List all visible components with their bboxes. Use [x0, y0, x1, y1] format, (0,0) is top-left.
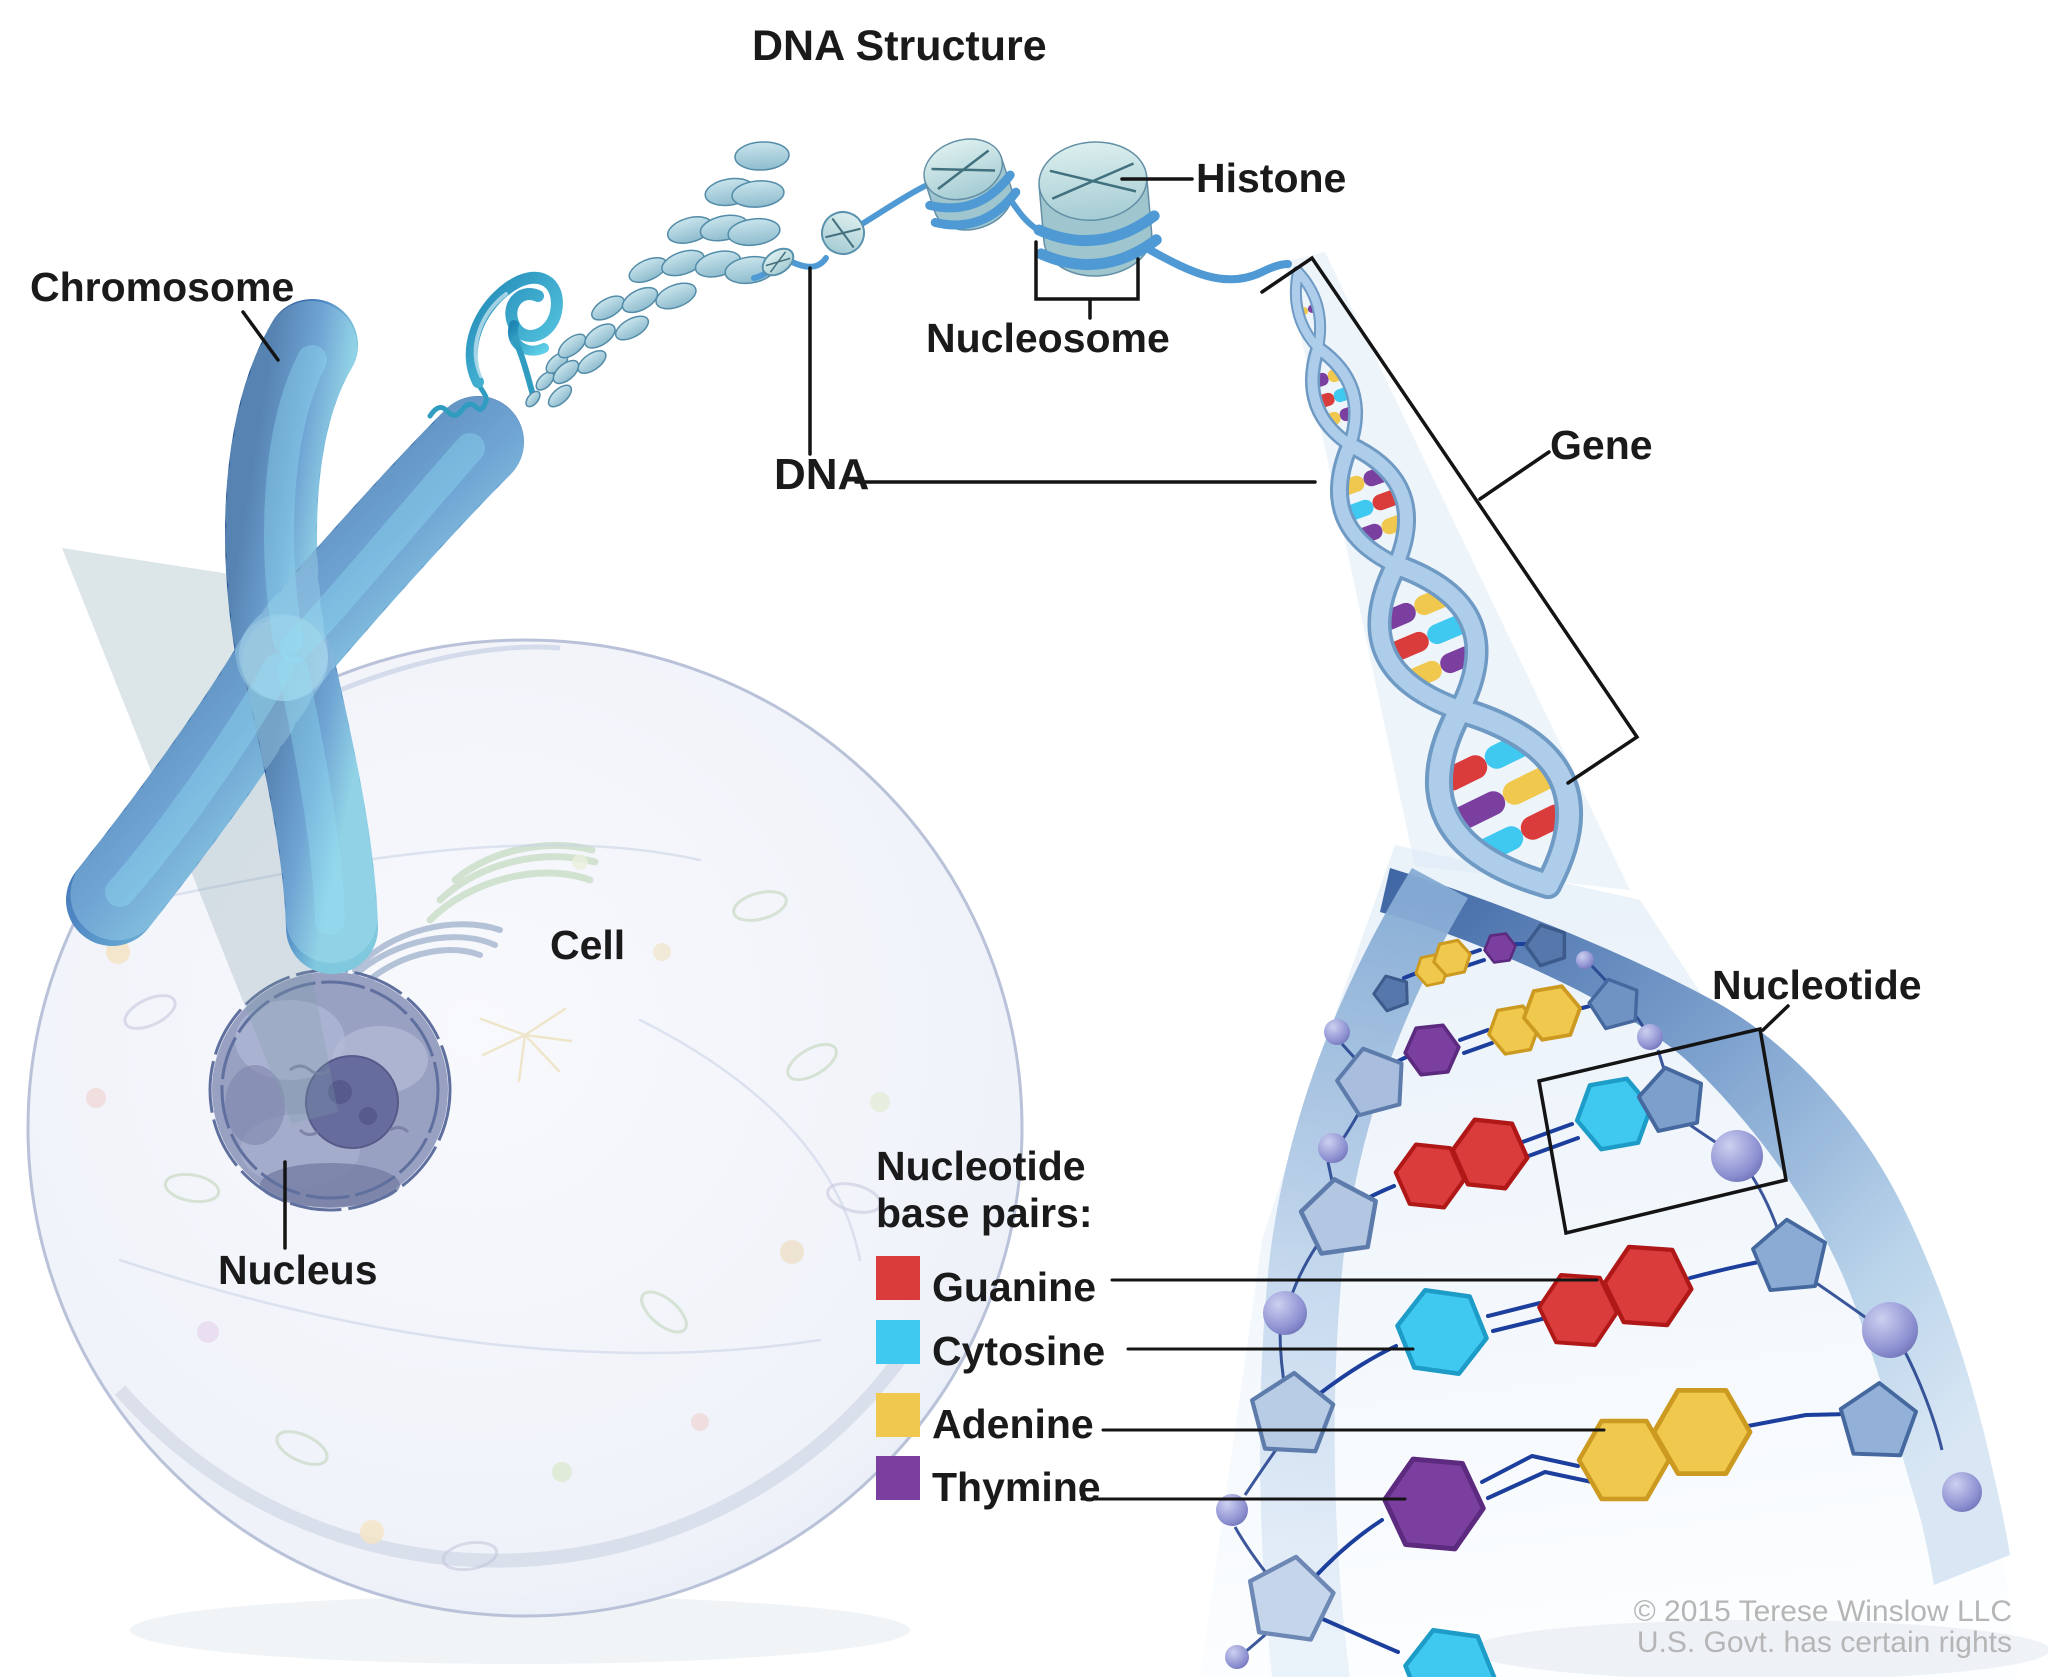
gene-bracket [1260, 255, 1640, 785]
label-dna: DNA [774, 450, 870, 499]
cytosine-swatch [876, 1320, 920, 1364]
copyright-line2: U.S. Govt. has certain rights [1636, 1626, 2012, 1659]
double-helix [1289, 266, 1584, 899]
label-cell: Cell [550, 922, 626, 968]
chromatin-fiber-fan [525, 141, 790, 408]
label-chromosome: Chromosome [30, 264, 295, 310]
label-nucleus: Nucleus [218, 1247, 378, 1293]
thymine-swatch [876, 1456, 920, 1500]
nucleotide-ladder [1216, 868, 2010, 1677]
label-nucleosome: Nucleosome [926, 315, 1170, 361]
adenine-swatch [876, 1393, 920, 1437]
histone-disc [1033, 141, 1162, 277]
guanine-swatch [876, 1256, 920, 1300]
diagram-title: DNA Structure [752, 22, 1047, 70]
nucleosome-chain [751, 138, 1292, 284]
legend-heading-line1: Nucleotide [876, 1143, 1086, 1189]
legend-heading: Nucleotide base pairs: [876, 1143, 1093, 1237]
legend-heading-line2: base pairs: [876, 1190, 1093, 1236]
nucleotide-leader-line [1761, 1004, 1790, 1032]
annotation-lines [241, 177, 1790, 1501]
adenine-label: Adenine [932, 1401, 1094, 1447]
copyright-line1: © 2015 Terese Winslow LLC [1633, 1595, 2012, 1628]
gene-leader-line [1478, 450, 1551, 501]
thymine-label: Thymine [932, 1464, 1101, 1510]
chromosome-leader-line [241, 310, 280, 362]
label-nucleotide: Nucleotide [1712, 962, 1922, 1008]
helix-strands [1289, 266, 1584, 899]
dna-leader-line [808, 266, 1317, 484]
small-nucleosome [923, 138, 1021, 231]
nucleotide-box [1536, 1026, 1789, 1236]
copyright-notice: © 2015 Terese Winslow LLC U.S. Govt. has… [1634, 1596, 2012, 1658]
left-strand-ribbon [1260, 868, 1468, 1677]
phosphate-spheres [1216, 951, 1982, 1669]
cell-illustration [26, 548, 1024, 1664]
cytosine-label: Cytosine [932, 1328, 1106, 1374]
label-gene: Gene [1550, 422, 1653, 468]
nucleosome-bracket [1034, 240, 1140, 320]
label-histone: Histone [1196, 155, 1347, 201]
chromosome-illustration [66, 271, 563, 974]
guanine-label: Guanine [932, 1264, 1097, 1310]
linker-bead [761, 247, 795, 277]
coin-bead [821, 211, 865, 255]
right-strand-ribbon [1380, 868, 2010, 1585]
